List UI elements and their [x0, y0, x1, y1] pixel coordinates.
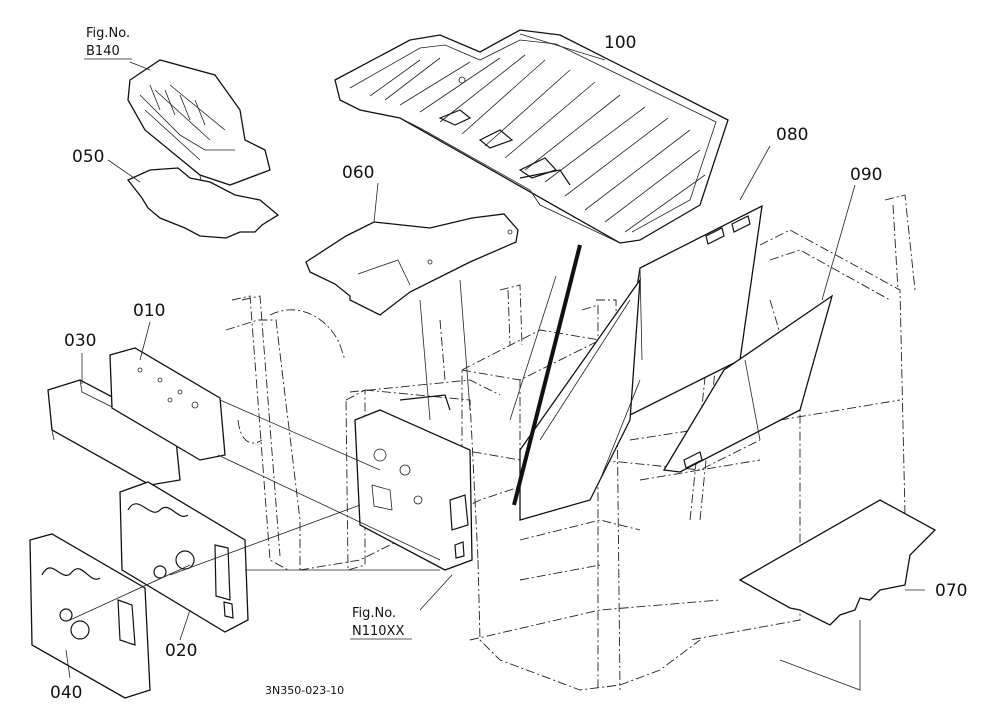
part-080-side-panel[interactable] — [519, 277, 641, 521]
ref-n110xx: Fig.No. N110XX — [350, 606, 412, 640]
part-060-panel[interactable] — [305, 213, 519, 316]
ref-n110xx-line1: Fig.No. — [352, 606, 396, 621]
ref-b140-line2: B140 — [86, 44, 120, 59]
label-part-060: 060 — [342, 163, 374, 183]
ref-b140: Fig.No. B140 — [84, 26, 132, 60]
label-part-020: 020 — [165, 641, 197, 661]
part-050-seat-pad[interactable] — [126, 167, 280, 239]
seat-b140 — [127, 59, 271, 211]
label-part-030: 030 — [64, 331, 96, 351]
label-part-100: 100 — [604, 33, 636, 53]
label-part-070: 070 — [935, 581, 967, 601]
part-040-outer-panel[interactable] — [29, 533, 151, 699]
ref-n110xx-line2: N110XX — [352, 624, 404, 639]
label-part-010: 010 — [133, 301, 165, 321]
label-part-050: 050 — [72, 147, 104, 167]
drawing-number: 3N350-023-10 — [265, 684, 344, 697]
explode-lines — [69, 244, 861, 691]
label-part-090: 090 — [850, 165, 882, 185]
part-010-panel[interactable] — [109, 347, 226, 461]
part-090-side-panel[interactable] — [662, 294, 834, 473]
part-100-floor-mat[interactable] — [334, 29, 729, 244]
floor-mat-ribs — [369, 54, 706, 233]
part-070-floor-board[interactable] — [738, 499, 937, 626]
ref-b140-line1: Fig.No. — [86, 26, 130, 41]
label-part-080: 080 — [776, 125, 808, 145]
label-part-040: 040 — [50, 683, 82, 703]
part-020-panel[interactable] — [119, 481, 249, 633]
part-030-padding-block[interactable] — [47, 379, 181, 486]
leader-lines — [65, 33, 925, 679]
dashboard-n110xx — [354, 394, 473, 571]
